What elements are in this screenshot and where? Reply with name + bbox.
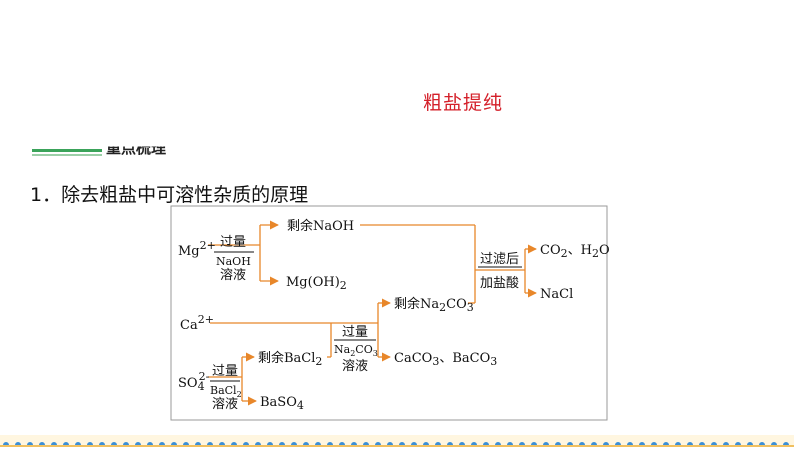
step2-bottom: 溶液 [212,397,238,412]
bottom-ornament [0,425,794,448]
step3-reagent: Na2CO3 [334,343,378,358]
step2-reagent: BaCl2 [210,384,242,399]
section-heading: 1．除去粗盐中可溶性杂质的原理 [30,184,309,206]
ca-ion-label: Ca2+ [180,313,214,333]
remain-bacl2-label: 剩余BaCl2 [258,350,322,368]
step2-top: 过量 [212,364,238,379]
step3-top: 过量 [342,325,368,340]
step3-bottom: 溶液 [342,359,368,374]
step1-bottom: 溶液 [220,268,246,283]
nacl-label: NaCl [540,287,573,302]
baso4-label: BaSO4 [260,395,304,412]
slide-title: 粗盐提纯 [423,92,504,114]
salt-purification-flowchart: Mg2+ Ca2+ SO42- 过量 NaOH 溶液 过量 BaCl2 溶液 过… [170,205,610,423]
step4-top: 过滤后 [480,252,519,267]
step4-bottom: 加盐酸 [480,276,519,291]
ornament-svg [0,435,794,448]
mgoh2-label: Mg(OH)2 [286,275,347,292]
step1-top: 过量 [220,235,246,250]
remain-naoh-label: 剩余NaOH [287,218,354,234]
so4-ion-label: SO42- [178,370,210,393]
caco3-baco3-label: CaCO3、BaCO3 [394,351,497,368]
section-tag-bar [32,149,102,152]
section-tag-label: 重点梳理 [106,139,167,157]
section-tag-underline [32,154,102,156]
mg-ion-label: Mg2+ [178,239,216,259]
flowchart-svg: Mg2+ Ca2+ SO42- 过量 NaOH 溶液 过量 BaCl2 溶液 过… [170,205,610,421]
co2-h2o-label: CO2、H2O [540,243,610,260]
step1-reagent: NaOH [216,255,251,268]
diagram-frame [170,205,608,421]
remain-na2co3-label: 剩余Na2CO3 [394,296,474,314]
section-tag: 重点梳理 [32,136,212,158]
